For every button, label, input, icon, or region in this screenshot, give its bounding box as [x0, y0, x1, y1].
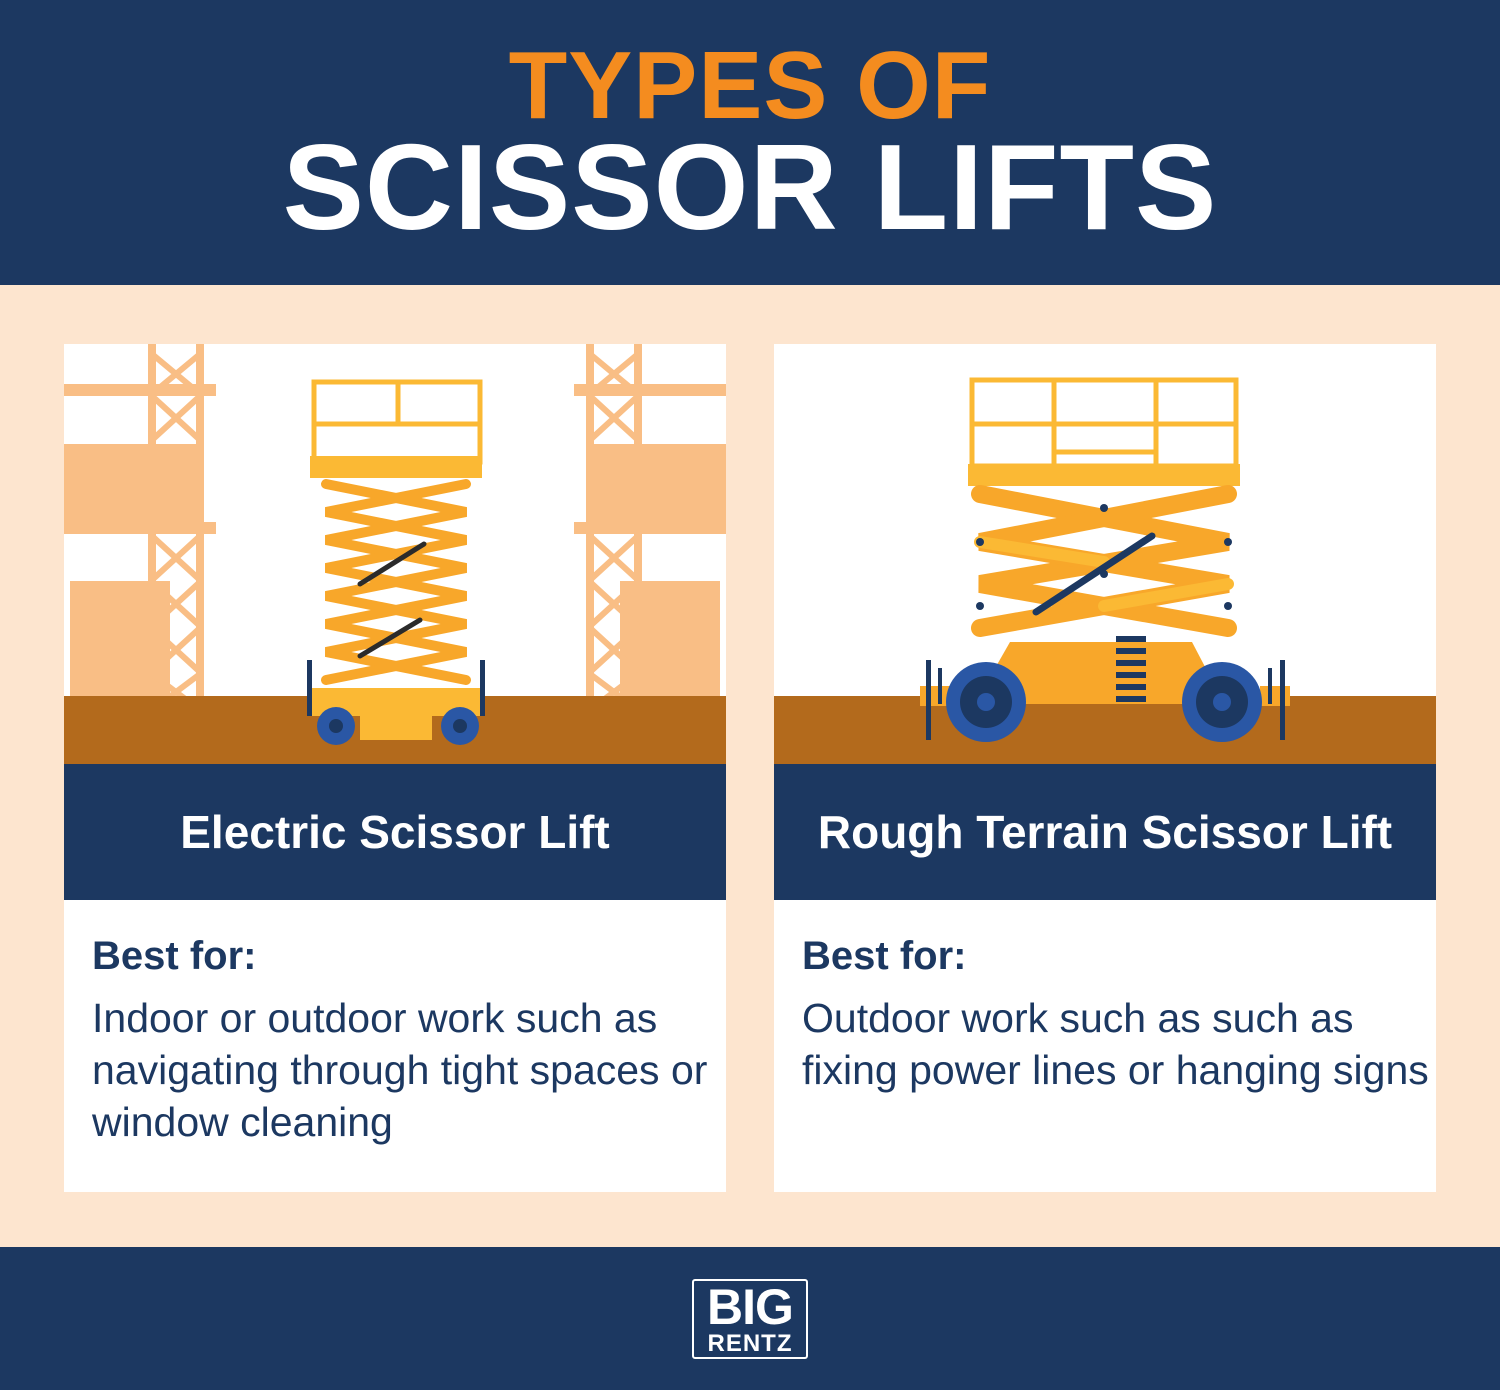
- best-for-label: Best for:: [802, 934, 967, 978]
- footer-banner: [0, 1247, 1500, 1390]
- bigrentz-logo: BIG RENTZ: [692, 1279, 808, 1359]
- electric-scissor-lift-icon: [64, 344, 726, 764]
- card-description: Outdoor work such as such as fixing powe…: [802, 995, 1429, 1093]
- card-description: Indoor or outdoor work such as navigatin…: [92, 995, 708, 1145]
- card-rough-terrain-scissor-lift: Rough Terrain Scissor Lift Best for: Out…: [774, 344, 1436, 1192]
- title-line-2: SCISSOR LIFTS: [282, 119, 1218, 255]
- logo-line-1: BIG: [707, 1279, 794, 1335]
- card-title: Electric Scissor Lift: [64, 764, 726, 900]
- card-electric-scissor-lift: Electric Scissor Lift Best for: Indoor o…: [64, 344, 726, 1192]
- best-for-label: Best for:: [92, 934, 257, 978]
- logo-line-2: RENTZ: [707, 1330, 793, 1357]
- title-line-1: TYPES OF: [508, 32, 992, 139]
- rough-terrain-scissor-lift-icon: [774, 344, 1436, 764]
- header-banner: TYPES OF SCISSOR LIFTS: [0, 0, 1500, 285]
- card-title: Rough Terrain Scissor Lift: [774, 764, 1436, 900]
